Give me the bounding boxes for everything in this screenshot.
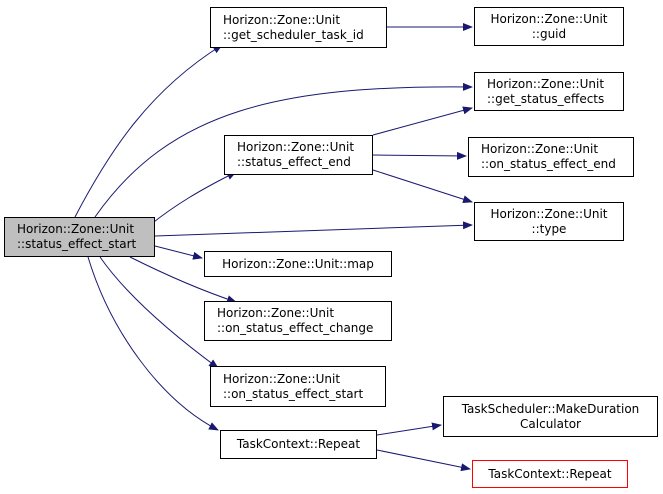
node-status-effect-end-line1: Horizon::Zone::Unit [237,140,355,154]
node-status-effect-start[interactable]: Horizon::Zone::Unit ::status_effect_star… [4,217,155,257]
edge-status-effect-end-to-on-status-effect-end [372,151,467,160]
node-on-status-effect-end-line2: ::on_status_effect_end [481,157,616,171]
node-type-line2: ::type [531,221,567,236]
node-on-status-effect-change-line1: Horizon::Zone::Unit [217,306,335,320]
node-status-effect-end[interactable]: Horizon::Zone::Unit ::status_effect_end [224,135,373,175]
edge-start-to-type [154,221,473,237]
node-on-status-effect-start[interactable]: Horizon::Zone::Unit ::on_status_effect_s… [210,366,386,407]
node-type[interactable]: Horizon::Zone::Unit ::type [474,202,624,241]
node-guid[interactable]: Horizon::Zone::Unit ::guid [474,7,624,46]
edge-status-effect-end-to-get-status-effects [372,106,473,136]
node-get-status-effects-line2: ::get_status_effects [487,91,605,106]
edge-start-to-get-status-effects [94,82,473,218]
edge-repeat-to-repeat-external [376,449,471,472]
node-make-duration-calculator-line1: TaskScheduler::MakeDuration [461,401,640,416]
node-on-status-effect-change[interactable]: Horizon::Zone::Unit ::on_status_effect_c… [204,301,392,341]
node-status-effect-end-line2: ::status_effect_end [237,155,351,169]
node-get-status-effects-line1: Horizon::Zone::Unit [487,76,605,91]
node-make-duration-calculator[interactable]: TaskScheduler::MakeDuration Calculator [443,396,658,437]
node-guid-line2: ::guid [531,26,567,41]
node-on-status-effect-start-line1: Horizon::Zone::Unit [223,371,341,386]
edge-start-to-map [154,245,203,260]
node-type-line1: Horizon::Zone::Unit [490,206,608,221]
node-status-effect-start-line1: Horizon::Zone::Unit [17,222,135,236]
node-repeat-external-line1: TaskContext::Repeat [488,466,612,481]
node-repeat-external[interactable]: TaskContext::Repeat [472,460,628,488]
edge-start-to-status-effect-end [149,171,237,226]
edge-start-to-get-scheduler-task-id [74,44,223,218]
node-repeat[interactable]: TaskContext::Repeat [220,430,377,459]
node-status-effect-start-line2: ::status_effect_start [17,237,137,251]
node-on-status-effect-start-line2: ::on_status_effect_start [223,386,364,401]
edge-repeat-to-make-duration-calculator [376,422,442,436]
node-get-status-effects[interactable]: Horizon::Zone::Unit ::get_status_effects [474,72,624,111]
edge-status-effect-end-to-type [372,169,473,204]
node-on-status-effect-end-line1: Horizon::Zone::Unit [481,142,599,156]
node-get-scheduler-task-id-line2: ::get_scheduler_task_id [223,27,364,42]
node-map-line1: Horizon::Zone::Unit::map [222,256,374,271]
edge-start-to-on-status-effect-change [129,256,237,303]
node-on-status-effect-change-line2: ::on_status_effect_change [217,321,374,335]
node-get-scheduler-task-id-line1: Horizon::Zone::Unit [223,12,341,27]
edge-start-to-repeat [87,256,219,431]
node-repeat-line1: TaskContext::Repeat [236,437,361,451]
node-map[interactable]: Horizon::Zone::Unit::map [204,251,392,277]
node-get-scheduler-task-id[interactable]: Horizon::Zone::Unit ::get_scheduler_task… [210,7,387,48]
node-guid-line1: Horizon::Zone::Unit [490,11,608,26]
edge-start-to-on-status-effect-start [99,256,219,369]
node-on-status-effect-end[interactable]: Horizon::Zone::Unit ::on_status_effect_e… [468,137,634,177]
node-make-duration-calculator-line2: Calculator [520,416,581,431]
